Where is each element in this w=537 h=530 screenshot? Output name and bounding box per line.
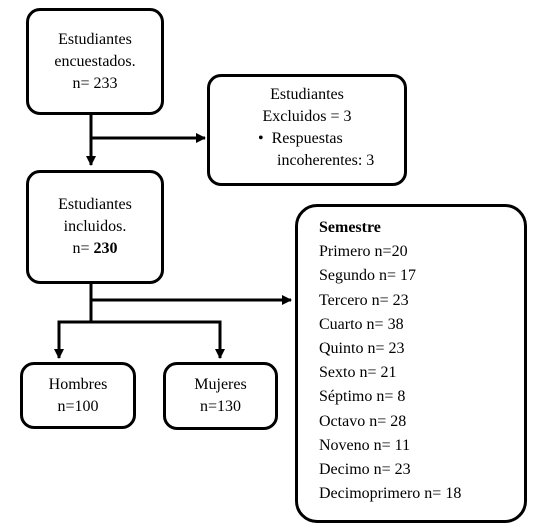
semestre-item-decimoprimero: Decimoprimero n= 18	[319, 485, 462, 503]
hombres-box: Hombres n=100	[20, 362, 136, 429]
incluidos-count: n= 230	[72, 240, 118, 257]
bullet-icon: •	[258, 130, 264, 147]
semestre-item-decimo: Decimo n= 23	[319, 461, 411, 479]
semestre-item-tercero: Tercero n= 23	[319, 291, 409, 309]
hombres-count: n=100	[57, 397, 99, 415]
excluidos-box: Estudiantes Excluidos = 3 • Respuestas i…	[207, 74, 407, 186]
encuestados-line2: encuestados.	[54, 52, 136, 70]
arrow-incluidos-to-semestre	[89, 284, 293, 306]
excluidos-reason-item: • Respuestas	[210, 128, 404, 150]
encuestados-line1: Estudiantes	[58, 30, 132, 48]
incluidos-line1: Estudiantes	[58, 196, 132, 213]
encuestados-count: n= 233	[72, 74, 118, 92]
semestre-box: Semestre Primero n=20 Segundo n= 17 Terc…	[295, 204, 527, 523]
semestre-item-quinto: Quinto n= 23	[319, 340, 405, 358]
semestre-item-segundo: Segundo n= 17	[319, 267, 417, 285]
incluidos-line2: incluidos.	[63, 218, 127, 235]
semestre-item-octavo: Octavo n= 28	[319, 412, 407, 430]
mujeres-label: Mujeres	[194, 376, 247, 393]
semestre-item-noveno: Noveno n= 11	[319, 436, 411, 454]
incluidos-box: Estudiantes incluidos. n= 230	[26, 170, 164, 284]
excluidos-reason1: Respuestas	[271, 130, 343, 147]
semestre-item-sexto: Sexto n= 21	[319, 364, 397, 382]
excluidos-reason2: incoherentes: 3	[277, 152, 375, 169]
excluidos-line1: Estudiantes	[270, 86, 344, 103]
semestre-item-septimo: Séptimo n= 8	[319, 388, 406, 406]
arrow-incluidos-to-hombres	[53, 300, 93, 360]
mujeres-box: Mujeres n=130	[163, 362, 278, 430]
semestre-title: Semestre	[319, 219, 381, 236]
mujeres-count: n=130	[199, 398, 242, 415]
arrow-incluidos-to-mujeres	[91, 320, 226, 360]
encuestados-box: Estudiantes encuestados. n= 233	[26, 8, 164, 115]
semestre-item-primero: Primero n=20	[319, 243, 408, 261]
excluidos-line2: Excluidos = 3	[262, 108, 352, 125]
arrow-encuestados-to-excluidos	[89, 115, 207, 144]
semestre-item-cuarto: Cuarto n= 38	[319, 315, 404, 333]
hombres-label: Hombres	[48, 375, 108, 393]
